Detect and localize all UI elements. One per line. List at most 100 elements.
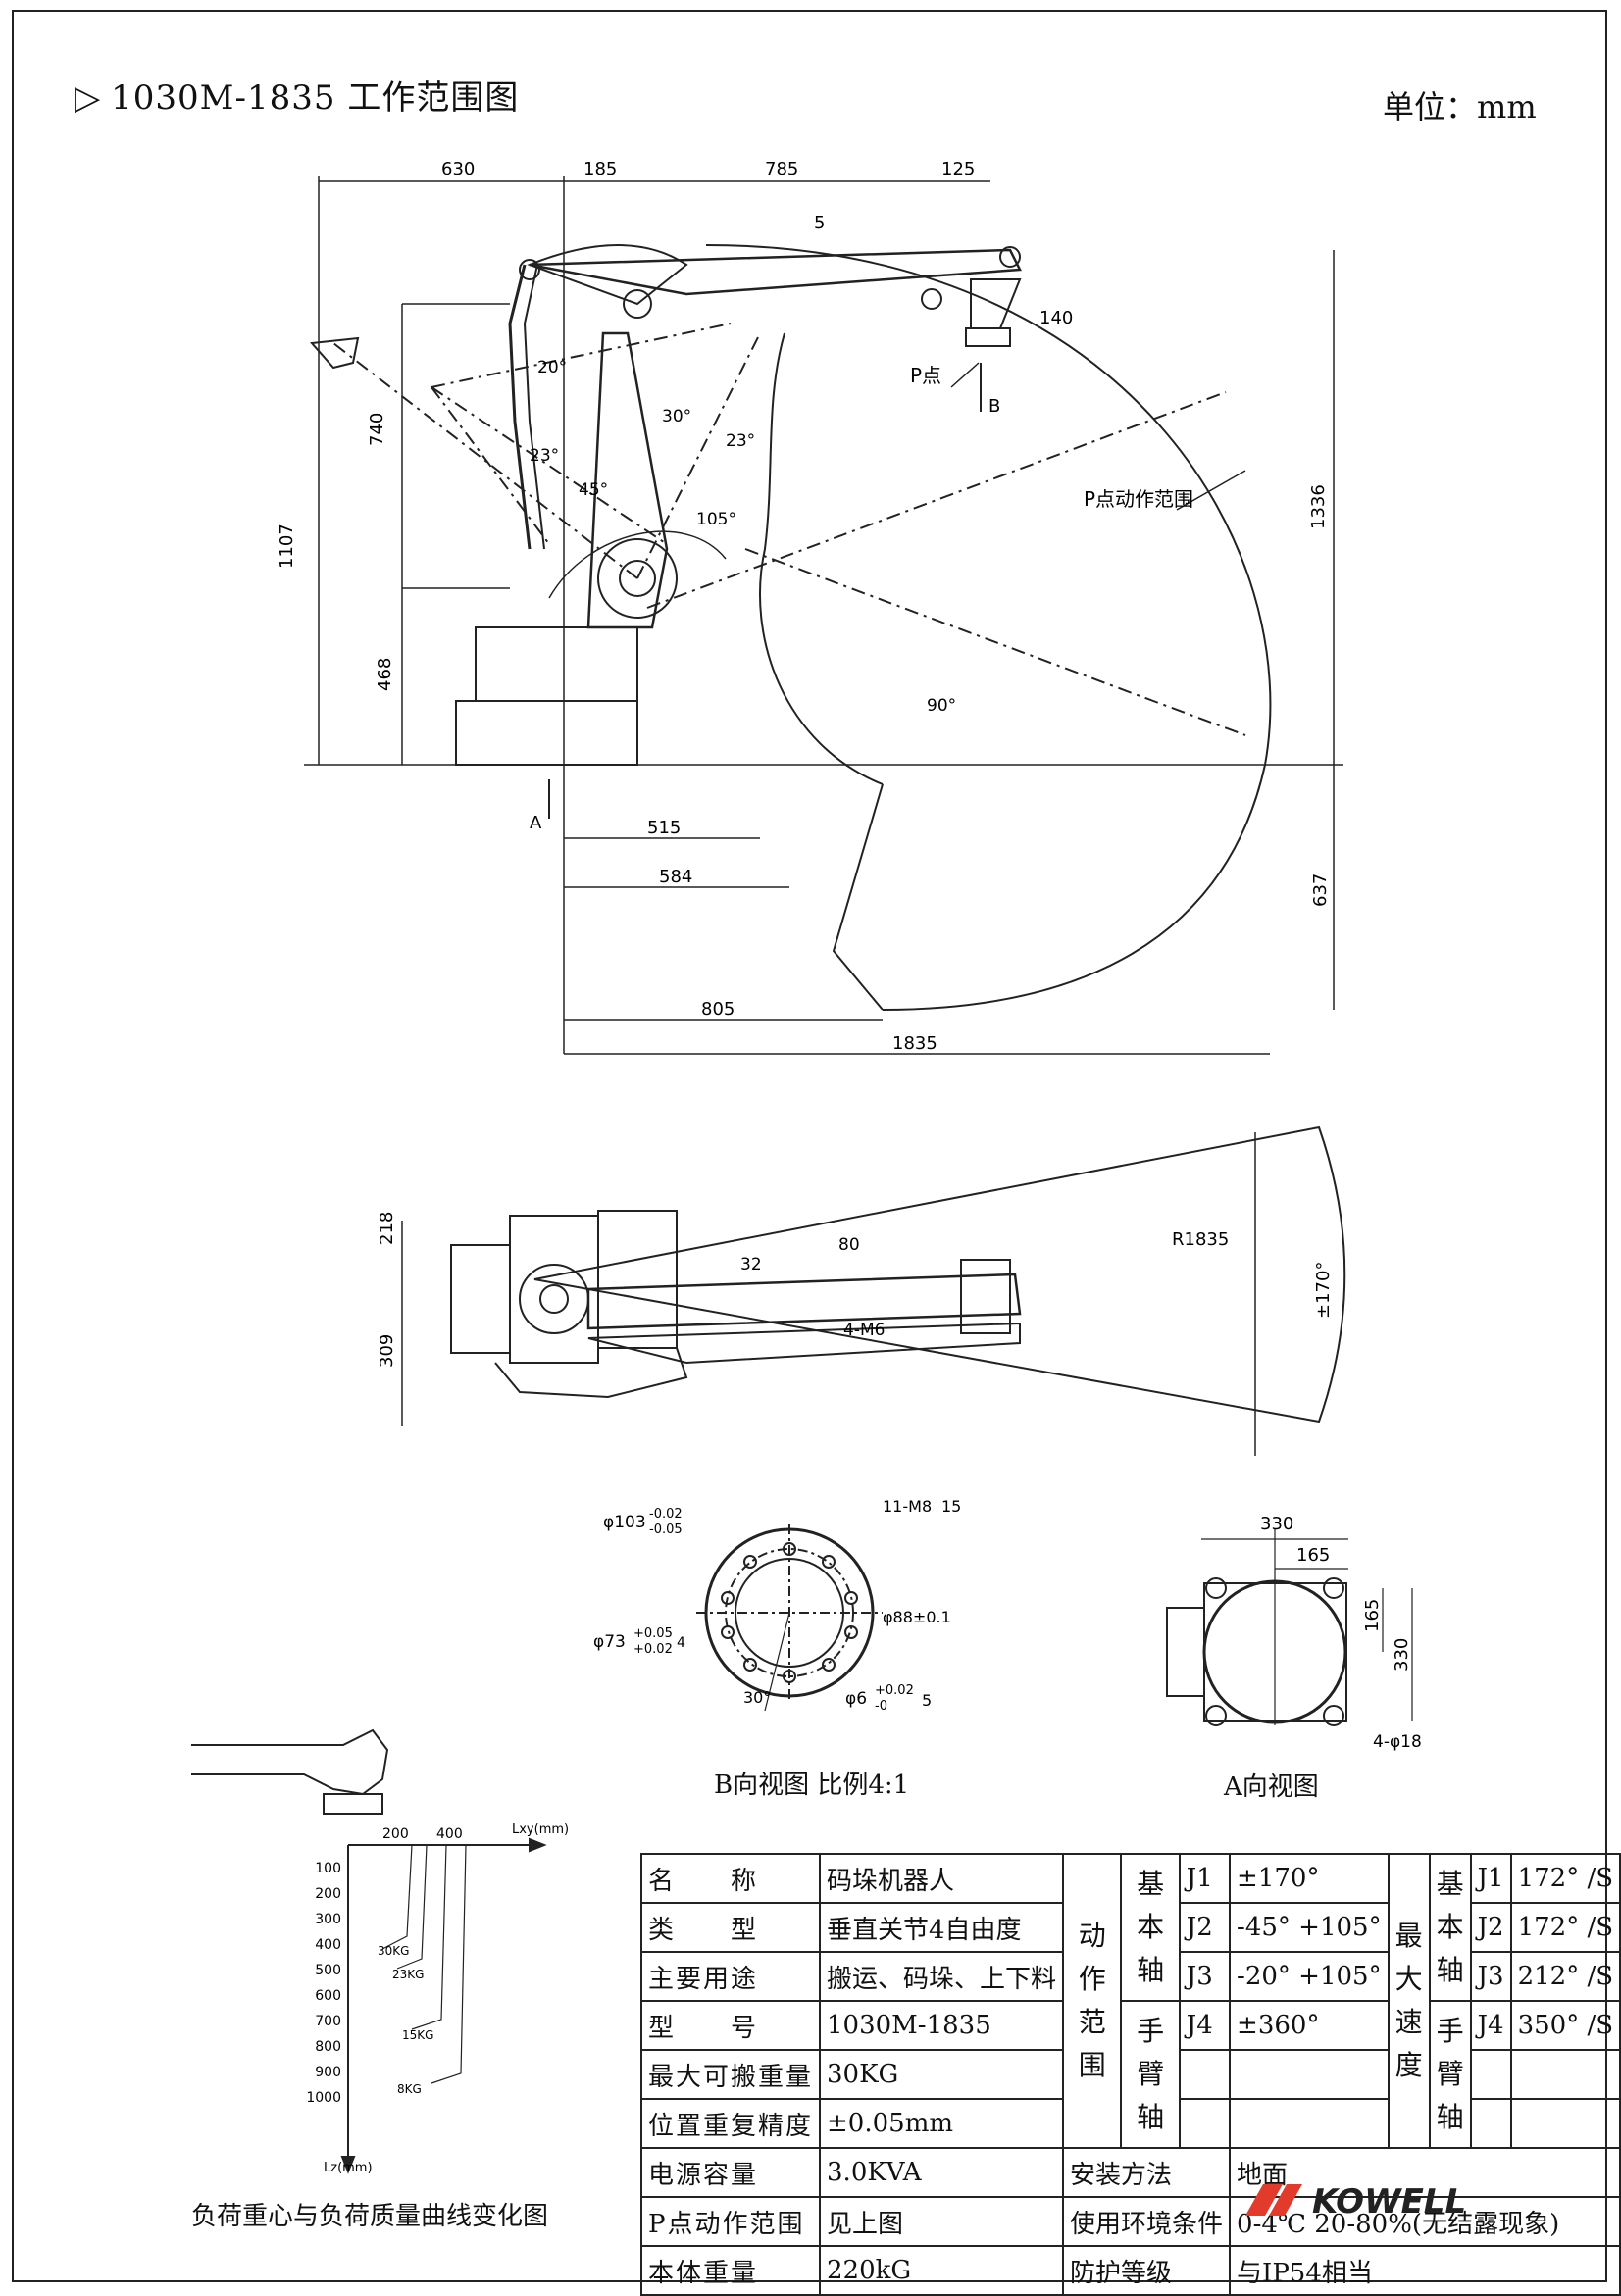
spec-label-type: 类 型 — [639, 1902, 822, 1953]
speed-empty-1 — [1469, 2049, 1512, 2100]
speed-j1: J1 — [1469, 1853, 1512, 1904]
spec-label-p-range: P点动作范围 — [639, 2196, 822, 2247]
chart-y-tick-100: 100 — [315, 1861, 341, 1876]
b-depth-5: 5 — [922, 1691, 932, 1710]
b-thread-11-m8: 11-M8 — [883, 1497, 932, 1516]
b-view-caption: B向视图 比例4:1 — [714, 1771, 910, 1800]
load-chart-caption: 负荷重心与负荷质量曲线变化图 — [191, 2202, 549, 2231]
b-dia-73: φ73 — [593, 1632, 626, 1652]
chart-y-axis-label: Lz(mm) — [324, 2161, 373, 2175]
curve-label-15kg: 15KG — [402, 2028, 433, 2042]
a-dim-165-top: 165 — [1296, 1545, 1330, 1566]
env-value: 0-4℃ 20-80%(无结露现象) — [1229, 2196, 1621, 2247]
joint-j1-range: ±170° — [1229, 1853, 1390, 1904]
env-label: 使用环境条件 — [1062, 2196, 1232, 2247]
angle-90: 90° — [927, 696, 956, 716]
dim-5: 5 — [814, 213, 825, 233]
spec-value-p-range: 见上图 — [819, 2196, 1065, 2247]
chart-y-tick-200: 200 — [315, 1886, 341, 1902]
dim-1107: 1107 — [277, 524, 297, 569]
dim-185: 185 — [583, 159, 617, 179]
a-arrow-label: A — [530, 813, 542, 833]
joint-j2-range: -45° +105° — [1229, 1902, 1390, 1953]
chart-y-tick-600: 600 — [315, 1988, 341, 2004]
b-angle-30: 30° — [743, 1688, 771, 1707]
a-view-caption: A向视图 — [1224, 1772, 1319, 1802]
side-view-drawing: 630 185 785 125 5 140 P点 B A P点动作范围 20° … — [277, 159, 1343, 1055]
b-tol-73-upper: +0.05 — [633, 1626, 673, 1641]
speed-j3-value: 212° /S — [1509, 1951, 1621, 2002]
spec-value-model: 1030M-1835 — [819, 2000, 1065, 2051]
chart-x-axis-label: Lxy(mm) — [512, 1822, 569, 1837]
b-tol-103-lower: -0.05 — [649, 1522, 683, 1537]
triangle-icon: ▷ — [75, 78, 102, 118]
chart-y-tick-400: 400 — [315, 1937, 341, 1953]
wrist-axis-header: 手臂轴 — [1120, 2000, 1181, 2149]
a-view-drawing: 330 165 165 330 4-φ18 — [1166, 1514, 1422, 1752]
chart-y-tick-800: 800 — [315, 2039, 341, 2055]
joint-j2: J2 — [1178, 1902, 1232, 1953]
chart-x-tick-200: 200 — [382, 1826, 409, 1842]
spec-table: 名 称 码垛机器人 动作范围 基本轴 J1 ±170° 最大速度 基本轴 J1 … — [639, 1853, 1621, 2296]
spec-value-use: 搬运、码垛、上下料 — [819, 1951, 1065, 2002]
speed-base-axis-header: 基本轴 — [1428, 1853, 1472, 2002]
b-dia-88: φ88±0.1 — [883, 1608, 951, 1626]
protect-label: 防护等级 — [1062, 2245, 1232, 2296]
joint-empty-2 — [1178, 2098, 1232, 2149]
title-text: 1030M-1835 工作范围图 — [111, 78, 520, 118]
max-speed-header: 最大速度 — [1387, 1853, 1431, 2149]
spec-label-use: 主要用途 — [639, 1951, 822, 2002]
logo-mark-icon — [1245, 2184, 1283, 2216]
spec-label-power: 电源容量 — [639, 2147, 822, 2198]
dim-140: 140 — [1039, 308, 1073, 328]
a-dim-165-side: 165 — [1362, 1599, 1383, 1632]
joint-j4: J4 — [1178, 2000, 1232, 2051]
dim-740: 740 — [367, 413, 387, 446]
b-tol-73-lower: +0.02 — [633, 1642, 673, 1657]
protect-value: 与IP54相当 — [1229, 2245, 1621, 2296]
base-axis-header: 基本轴 — [1120, 1853, 1181, 2002]
speed-empty-value-1 — [1509, 2049, 1621, 2100]
dim-1835: 1835 — [892, 1033, 937, 1054]
spec-value-repeatability: ±0.05mm — [819, 2098, 1065, 2149]
spec-label-name: 名 称 — [639, 1853, 822, 1904]
angle-23-right: 23° — [726, 431, 755, 451]
dim-515: 515 — [647, 818, 681, 838]
speed-j1-value: 172° /S — [1509, 1853, 1621, 1904]
motion-range-header: 动作范围 — [1062, 1853, 1123, 2149]
speed-j3: J3 — [1469, 1951, 1512, 2002]
dim-805: 805 — [701, 999, 735, 1020]
spec-value-power: 3.0KVA — [819, 2147, 1065, 2198]
speed-j2: J2 — [1469, 1902, 1512, 1953]
angle-170: ±170° — [1313, 1262, 1334, 1319]
spec-label-repeatability: 位置重复精度 — [639, 2098, 822, 2149]
drawing-title: ▷1030M-1835 工作范围图 — [75, 71, 519, 119]
chart-y-tick-900: 900 — [315, 2065, 341, 2080]
p-point-label: P点 — [910, 364, 941, 387]
b-tol-103-upper: -0.02 — [649, 1507, 683, 1522]
top-view-drawing: 218 309 32 80 4-M6 R1835 ±170° — [377, 1125, 1346, 1456]
thread-4-m6: 4-M6 — [843, 1321, 885, 1340]
angle-23-left: 23° — [530, 446, 559, 466]
a-dim-330-top: 330 — [1260, 1514, 1293, 1534]
radius-r1835: R1835 — [1172, 1229, 1229, 1250]
speed-empty-value-2 — [1509, 2098, 1621, 2149]
chart-y-tick-1000: 1000 — [306, 2090, 341, 2106]
angle-30: 30° — [662, 407, 691, 426]
dim-584: 584 — [659, 867, 692, 887]
b-tol-6-upper: +0.02 — [875, 1683, 914, 1698]
dim-637: 637 — [1310, 873, 1331, 907]
kowell-logo: KOWELL — [1245, 2182, 1466, 2220]
b-depth-4: 4 — [677, 1635, 685, 1651]
unit-label: 单位：mm — [1383, 88, 1537, 125]
curve-label-30kg: 30KG — [378, 1944, 409, 1958]
a-holes-4-18: 4-φ18 — [1373, 1732, 1422, 1752]
load-chart: 200 400 Lxy(mm) Lz(mm) 100 200 300 400 5… — [191, 1728, 569, 2175]
chart-x-tick-400: 400 — [436, 1826, 463, 1842]
chart-y-tick-700: 700 — [315, 2014, 341, 2029]
logo-text: KOWELL — [1312, 2182, 1466, 2220]
dim-468: 468 — [375, 658, 395, 691]
spec-label-weight: 本体重量 — [639, 2245, 822, 2296]
dim-630: 630 — [441, 159, 475, 179]
speed-j4: J4 — [1469, 2000, 1512, 2051]
